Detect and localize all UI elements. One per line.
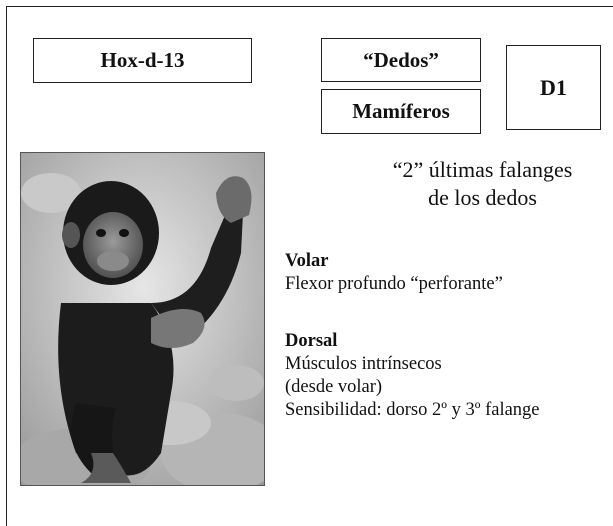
mamiferos-label: Mamíferos xyxy=(352,99,450,123)
falanges-line-2: de los dedos xyxy=(428,185,537,210)
dorsal-heading: Dorsal xyxy=(285,331,338,351)
dorsal-line-3: Sensibilidad: dorso 2º y 3º falange xyxy=(285,400,540,420)
d1-box: D1 xyxy=(506,45,601,130)
volar-section: Volar Flexor profundo “perforante” xyxy=(285,250,503,296)
dedos-box: “Dedos” xyxy=(321,38,481,82)
chimpanzee-photo xyxy=(20,152,265,486)
dorsal-section: Dorsal Músculos intrínsecos (desde volar… xyxy=(285,330,540,422)
d1-label: D1 xyxy=(540,74,567,100)
falanges-line-1: “2” últimas falanges xyxy=(392,157,573,182)
dorsal-line-1: Músculos intrínsecos xyxy=(285,354,442,374)
falanges-note: “2” últimas falanges de los dedos xyxy=(355,156,610,212)
hox-gene-label: Hox-d-13 xyxy=(100,48,185,72)
dorsal-line-2: (desde volar) xyxy=(285,377,383,397)
volar-heading: Volar xyxy=(285,251,329,271)
mamiferos-box: Mamíferos xyxy=(321,89,481,134)
chimpanzee-illustration xyxy=(21,153,264,485)
hox-gene-box: Hox-d-13 xyxy=(33,38,252,83)
slide-frame xyxy=(6,6,613,526)
dedos-label: “Dedos” xyxy=(363,47,439,72)
volar-line-1: Flexor profundo “perforante” xyxy=(285,274,503,294)
